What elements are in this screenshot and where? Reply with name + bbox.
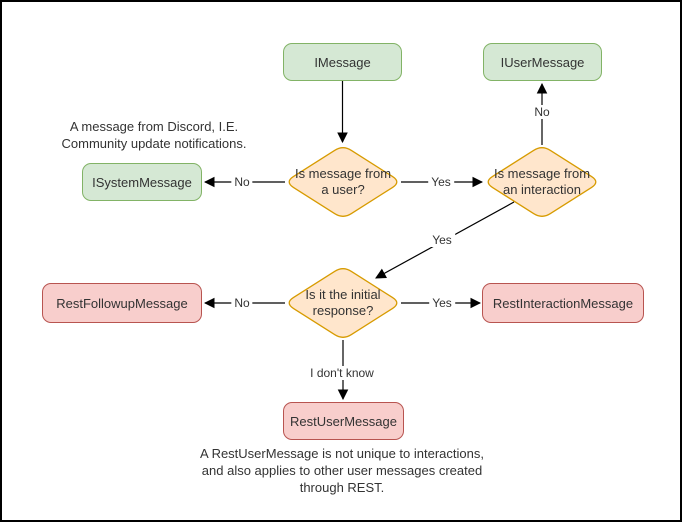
node-restfollowupmessage-label: RestFollowupMessage <box>56 295 188 311</box>
decision-label-is-from-interaction: Is message from an interaction <box>493 166 591 197</box>
annotation-rest-note-line2: and also applies to other user messages … <box>201 463 483 478</box>
node-restfollowupmessage: RestFollowupMessage <box>42 283 202 323</box>
edge-label-initial-no: No <box>231 296 253 310</box>
node-imessage: IMessage <box>283 43 402 81</box>
node-restinteractionmessage-label: RestInteractionMessage <box>492 295 634 311</box>
decision-diamond-is-from-interaction <box>487 147 597 217</box>
node-iusermessage-label: IUserMessage <box>500 54 585 70</box>
node-imessage-label: IMessage <box>314 54 371 70</box>
annotation-rest-note-line1: A RestUserMessage is not unique to inter… <box>200 446 484 461</box>
annotation-system-note-line1: A message from Discord, I.E. <box>69 119 239 134</box>
node-iusermessage: IUserMessage <box>483 43 602 81</box>
edge-label-initial-unknown: I don't know <box>307 366 377 380</box>
edge-label-interaction-no: No <box>531 105 553 119</box>
decision-diamond-is-initial-response <box>288 268 398 338</box>
decision-label-is-from-user: Is message from a user? <box>294 166 392 197</box>
edge-label-initial-yes: Yes <box>429 296 455 310</box>
annotation-rest-note-line3: through REST. <box>299 480 385 495</box>
node-isystemmessage: ISystemMessage <box>82 163 202 201</box>
node-isystemmessage-label: ISystemMessage <box>92 174 192 190</box>
edge-label-user-yes: Yes <box>428 175 454 189</box>
annotation-rest-note: A RestUserMessage is not unique to inter… <box>187 445 497 496</box>
node-restinteractionmessage: RestInteractionMessage <box>482 283 644 323</box>
node-restusermessage: RestUserMessage <box>283 402 404 440</box>
edge-label-user-no: No <box>231 175 253 189</box>
decision-label-is-initial-response: Is it the initial response? <box>305 287 381 318</box>
edge-label-interaction-yes: Yes <box>429 233 455 247</box>
node-restusermessage-label: RestUserMessage <box>290 413 397 429</box>
annotation-system-note: A message from Discord, I.E. Community u… <box>44 118 264 152</box>
annotation-system-note-line2: Community update notifications. <box>61 136 247 151</box>
decision-diamond-is-from-user <box>288 147 398 217</box>
